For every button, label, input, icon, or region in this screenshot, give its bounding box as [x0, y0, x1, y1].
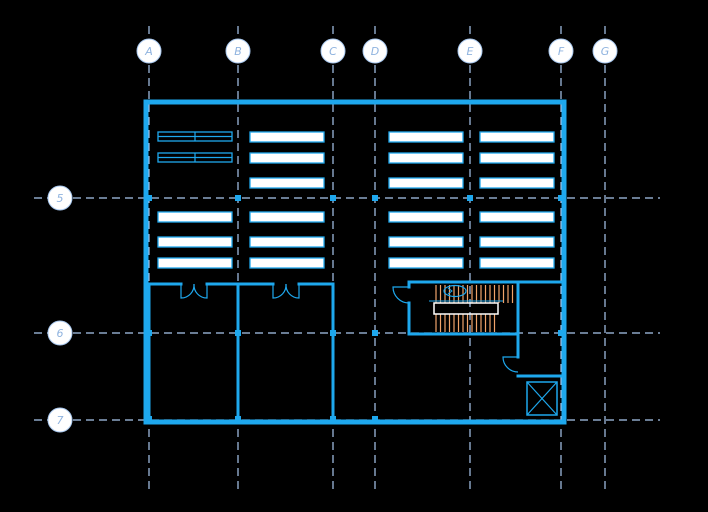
shelf-unit [249, 257, 325, 269]
grid-label-a: A [144, 45, 153, 58]
grid-label-6: 6 [57, 327, 64, 340]
column-post [146, 416, 152, 422]
column-posts [146, 195, 564, 422]
shelf-unit [388, 236, 464, 248]
grid-bubble-6: 6 [47, 320, 73, 346]
grid-label-c: C [329, 45, 337, 58]
stair-arrowhead-icon [447, 287, 453, 295]
column-post [235, 330, 241, 336]
shelving-units [157, 131, 555, 269]
grid-label-d: D [371, 45, 379, 58]
shelf-unit [249, 177, 325, 189]
shelf-unit-outlined [157, 152, 233, 163]
elevator-lobby-door [502, 356, 519, 373]
grid-bubble-e: E [457, 38, 483, 64]
shelf-unit-outlined [157, 131, 233, 142]
grid-label-f: F [558, 45, 565, 58]
shelf-unit [249, 131, 325, 143]
shelf-unit [249, 211, 325, 223]
shelf-unit [479, 177, 555, 189]
column-post [558, 330, 564, 336]
shelf-unit [388, 257, 464, 269]
shelf-unit [157, 211, 233, 223]
column-post [558, 195, 564, 201]
column-post [235, 195, 241, 201]
grid-label-b: B [234, 45, 242, 58]
double-door [180, 283, 208, 299]
grid-bubble-c: C [320, 38, 346, 64]
column-post [146, 330, 152, 336]
interior-walls [147, 280, 563, 422]
shelf-unit [479, 257, 555, 269]
shelf-unit [249, 152, 325, 164]
grid-label-g: G [601, 45, 610, 58]
elevator-shaft [526, 381, 558, 416]
shelf-unit [249, 236, 325, 248]
stair-enclosure-wall [407, 280, 563, 289]
grid-bubble-d: D [362, 38, 388, 64]
stair-door [392, 286, 410, 304]
shelf-unit [388, 211, 464, 223]
shelf-unit [388, 152, 464, 164]
shelf-unit [479, 236, 555, 248]
column-post [372, 195, 378, 201]
stair-direction-arrow-icon [443, 284, 467, 298]
grid-bubble-a: A [136, 38, 162, 64]
grid-bubble-g: G [592, 38, 618, 64]
stair-treads [435, 314, 496, 332]
column-post [146, 195, 152, 201]
grid-label-7: 7 [57, 414, 64, 427]
grid-bubble-5: 5 [47, 185, 73, 211]
shelf-unit [157, 236, 233, 248]
column-post [235, 416, 241, 422]
grid-bubble-f: F [548, 38, 574, 64]
double-door [272, 283, 300, 299]
shelf-unit [388, 131, 464, 143]
stair-landing-rail [433, 302, 499, 315]
column-post [330, 330, 336, 336]
shelf-unit [157, 257, 233, 269]
stairs [429, 284, 514, 332]
shelf-unit [479, 211, 555, 223]
exterior-wall [143, 99, 567, 425]
grid-label-5: 5 [57, 192, 64, 205]
column-post [372, 330, 378, 336]
shelf-unit [479, 131, 555, 143]
shelf-unit [479, 152, 555, 164]
grid-bubble-7: 7 [47, 407, 73, 433]
column-post [467, 195, 473, 201]
column-post [330, 195, 336, 201]
grid-label-e: E [467, 45, 474, 58]
column-post [372, 416, 378, 422]
column-post [330, 416, 336, 422]
shelf-unit [388, 177, 464, 189]
grid-bubble-b: B [225, 38, 251, 64]
